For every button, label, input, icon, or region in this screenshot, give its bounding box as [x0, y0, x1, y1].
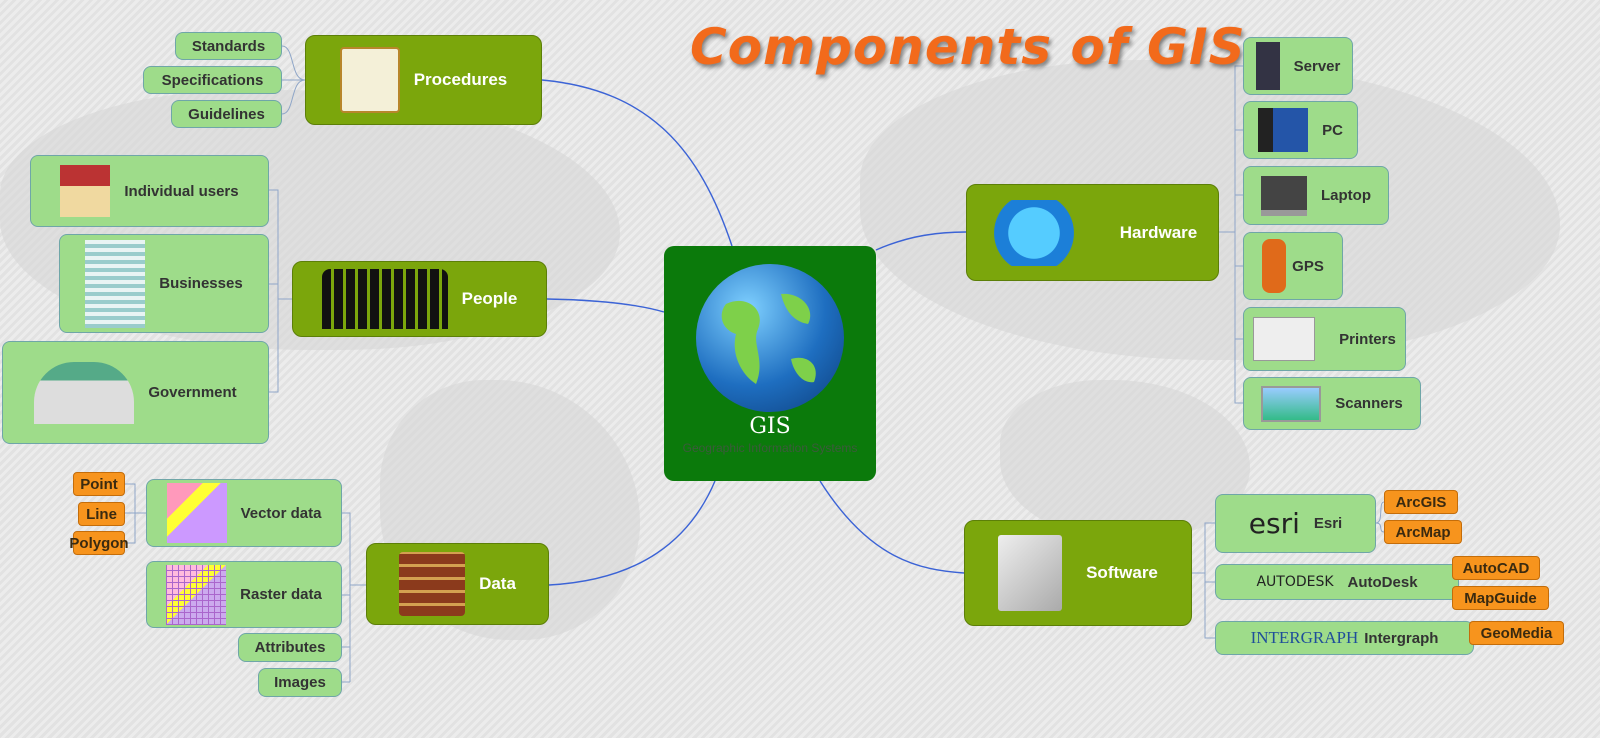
- center-subtitle: Geographic Information Systems: [682, 441, 858, 455]
- tag-geomedia[interactable]: GeoMedia: [1469, 621, 1564, 645]
- tag-line[interactable]: Line: [78, 502, 125, 526]
- tag-arcgis[interactable]: ArcGIS: [1384, 490, 1458, 514]
- branch-label: Data: [479, 574, 516, 593]
- government-building-icon: [34, 361, 135, 424]
- leaf-label: Government: [148, 384, 237, 401]
- branch-label: Software: [1086, 563, 1158, 582]
- branch-label: Procedures: [413, 70, 508, 89]
- tag-label: ArcMap: [1395, 523, 1451, 541]
- house-icon: [60, 165, 111, 217]
- leaf-vector-data[interactable]: Vector data: [146, 479, 342, 547]
- tag-label: GeoMedia: [1480, 624, 1553, 642]
- branch-data[interactable]: Data: [366, 543, 549, 625]
- leaf-gps[interactable]: GPS: [1243, 232, 1343, 300]
- branch-label: Hardware: [1119, 222, 1198, 242]
- gps-device-icon: [1262, 239, 1287, 293]
- leaf-label: Laptop: [1321, 187, 1371, 204]
- branch-people[interactable]: People: [292, 261, 547, 337]
- leaf-autodesk[interactable]: AUTODESK AutoDesk: [1215, 564, 1459, 600]
- people-silhouettes-icon: [321, 269, 448, 329]
- printer-icon: [1253, 317, 1316, 361]
- leaf-server[interactable]: Server: [1243, 37, 1353, 95]
- center-node-gis: GIS Geographic Information Systems: [664, 246, 876, 481]
- leaf-label: Individual users: [124, 182, 239, 200]
- tag-label: AutoCAD: [1462, 559, 1530, 577]
- autodesk-logo: AUTODESK: [1256, 574, 1334, 590]
- software-box-icon: [998, 535, 1063, 611]
- tag-point[interactable]: Point: [73, 472, 125, 496]
- leaf-images[interactable]: Images: [258, 668, 342, 697]
- network-icon: [987, 199, 1080, 266]
- vector-map-icon: [166, 483, 227, 543]
- laptop-icon: [1261, 175, 1307, 216]
- clipboard-icon: [339, 47, 400, 113]
- branch-label: People: [461, 289, 518, 308]
- tag-autocad[interactable]: AutoCAD: [1452, 556, 1540, 580]
- tag-label: ArcGIS: [1395, 493, 1447, 511]
- leaf-label: Printers: [1339, 330, 1396, 348]
- leaf-label: PC: [1322, 121, 1343, 139]
- branch-software[interactable]: Software: [964, 520, 1192, 626]
- raster-grid-icon: [166, 564, 227, 625]
- tag-label: Polygon: [69, 534, 129, 552]
- leaf-label: Images: [274, 674, 326, 691]
- leaf-businesses[interactable]: Businesses: [59, 234, 269, 333]
- tag-arcmap[interactable]: ArcMap: [1384, 520, 1462, 544]
- leaf-label: Esri: [1313, 515, 1343, 532]
- center-title: GIS: [749, 414, 791, 439]
- branch-procedures[interactable]: Procedures: [305, 35, 542, 125]
- esri-logo: esri: [1248, 507, 1300, 540]
- leaf-raster-data[interactable]: Raster data: [146, 561, 342, 628]
- tag-polygon[interactable]: Polygon: [69, 531, 129, 555]
- leaf-printers[interactable]: Printers: [1243, 307, 1406, 371]
- leaf-label: Vector data: [240, 504, 322, 522]
- tag-label: MapGuide: [1464, 589, 1537, 607]
- leaf-individual-users[interactable]: Individual users: [30, 155, 269, 227]
- books-icon: [399, 552, 466, 616]
- leaf-label: AutoDesk: [1347, 573, 1418, 591]
- leaf-label: Server: [1293, 57, 1341, 75]
- server-icon: [1255, 42, 1280, 90]
- leaf-label: Guidelines: [188, 105, 265, 123]
- leaf-label: GPS: [1292, 257, 1324, 275]
- leaf-esri[interactable]: esri Esri: [1215, 494, 1376, 553]
- tag-label: Line: [86, 505, 117, 523]
- leaf-label: Raster data: [240, 586, 322, 603]
- branch-hardware[interactable]: Hardware: [966, 184, 1219, 281]
- office-building-icon: [85, 239, 146, 328]
- leaf-label: Scanners: [1335, 395, 1403, 412]
- tag-mapguide[interactable]: MapGuide: [1452, 586, 1549, 610]
- leaf-guidelines[interactable]: Guidelines: [171, 100, 282, 128]
- leaf-label: Businesses: [159, 275, 243, 292]
- tag-label: Point: [80, 475, 118, 493]
- pc-icon: [1258, 108, 1309, 152]
- scanner-icon: [1261, 385, 1322, 422]
- leaf-pc[interactable]: PC: [1243, 101, 1358, 159]
- leaf-label: Attributes: [254, 639, 326, 656]
- leaf-label: Specifications: [161, 71, 264, 89]
- leaf-scanners[interactable]: Scanners: [1243, 377, 1421, 430]
- leaf-label: Standards: [191, 37, 266, 55]
- world-map-background: [1000, 380, 1250, 540]
- leaf-standards[interactable]: Standards: [175, 32, 282, 60]
- diagram-title: Components of GIS: [690, 18, 1246, 76]
- leaf-specifications[interactable]: Specifications: [143, 66, 282, 94]
- leaf-attributes[interactable]: Attributes: [238, 633, 342, 662]
- leaf-label: Intergraph: [1364, 629, 1439, 647]
- globe-icon: [696, 264, 844, 412]
- intergraph-logo: INTERGRAPH: [1250, 628, 1359, 647]
- leaf-intergraph[interactable]: INTERGRAPH Intergraph: [1215, 621, 1474, 655]
- leaf-laptop[interactable]: Laptop: [1243, 166, 1389, 225]
- leaf-government[interactable]: Government: [2, 341, 269, 444]
